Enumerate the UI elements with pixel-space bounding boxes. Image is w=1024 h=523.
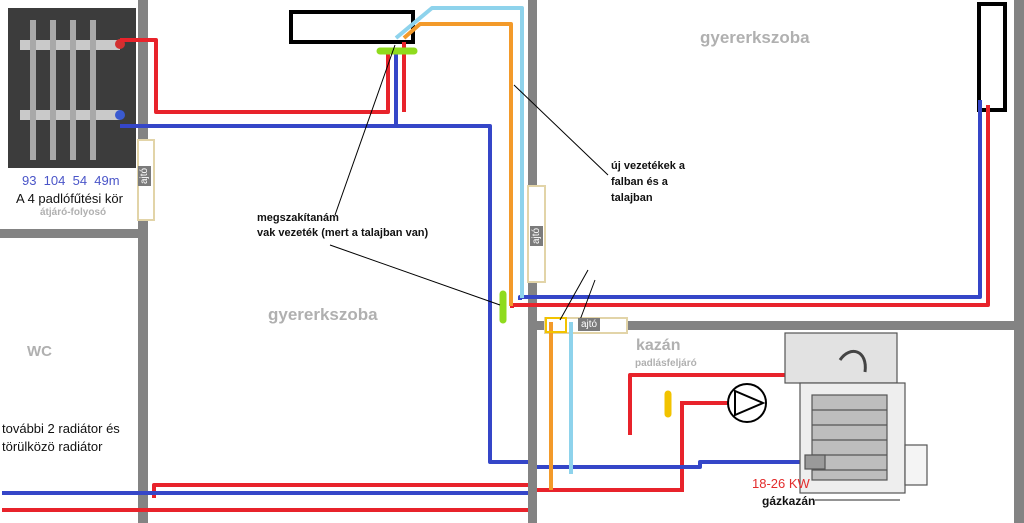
annotation-new-pipes-2: falban és a [611, 176, 668, 188]
circuit-lengths: 93 104 54 49m [22, 173, 120, 188]
annotation-new-pipes-3: talajban [611, 192, 653, 204]
return-pipes [2, 48, 982, 495]
door-label-hallway: ajtó [138, 165, 151, 186]
annotation-cut-line-1: megszakítanám [257, 212, 339, 224]
radiator-top-left [289, 10, 415, 44]
annotation-cut-line-2: vak vezeték (mert a talajban van) [257, 227, 429, 239]
floor-heating-manifold-photo [8, 8, 136, 168]
room-label-middle: gyererkszoba [268, 305, 378, 324]
radiator-top-right [977, 2, 1007, 112]
room-sublabel-hallway: átjáró-folyosó [40, 207, 107, 218]
room-sublabel-attic-access: padlásfeljáró [635, 358, 697, 369]
door-label-middle: ajtó [530, 225, 543, 246]
new-pipes [394, 6, 573, 490]
annotation-wc-radiators-2: törülközö radiátor [2, 439, 103, 454]
gas-boiler-cutaway-icon [784, 332, 928, 501]
circulation-pump-icon [727, 383, 767, 423]
boiler-power: 18-26 KW [752, 476, 810, 491]
leader-lines [329, 44, 609, 321]
room-label-wc: WC [27, 343, 52, 360]
door-pipe-marker [545, 317, 567, 333]
annotation-wc-radiators-1: további 2 radiátor és [2, 421, 120, 436]
room-label-boiler: kazán [636, 337, 681, 354]
door-label-boiler-room: ajtó [578, 318, 601, 331]
annotation-new-pipes-1: új vezetékek a [611, 160, 685, 172]
boiler-name: gázkazán [762, 494, 816, 508]
room-label-top-right: gyererkszoba [700, 28, 810, 47]
manifold-title: A 4 padlófűtési kör [16, 191, 123, 206]
